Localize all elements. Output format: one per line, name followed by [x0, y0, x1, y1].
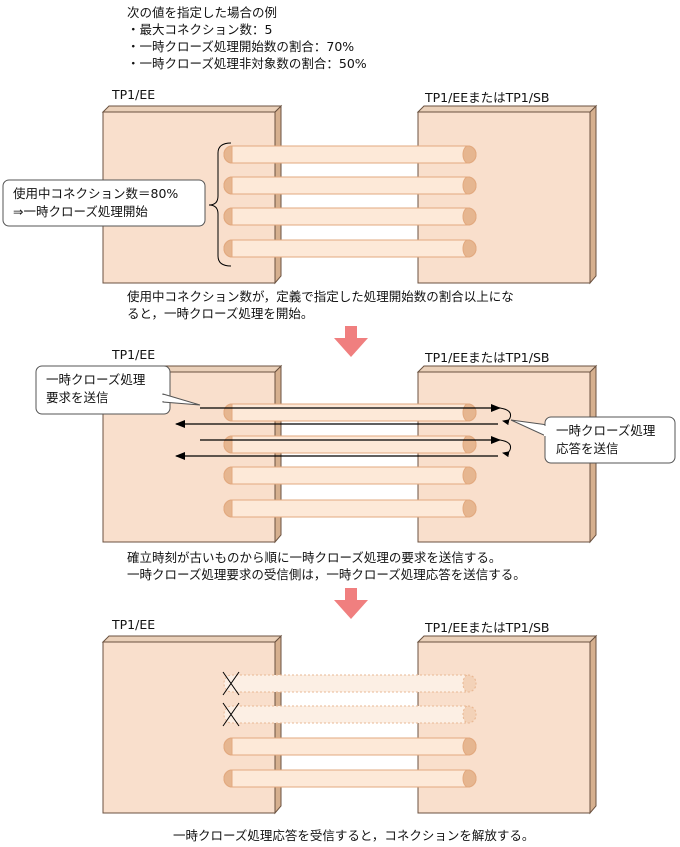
curly-brace	[208, 142, 232, 267]
intro-item: ・最大コネクション数：5	[127, 22, 273, 37]
left-node-label: TP1/EE	[112, 617, 156, 632]
turnaround-arrow	[499, 407, 511, 426]
connection-pipe	[223, 403, 477, 422]
callout-box	[2, 179, 206, 227]
intro-item: ・一時クローズ処理開始数の割合：70%	[127, 39, 355, 54]
callout-text: ⇒一時クローズ処理開始	[13, 204, 148, 219]
panel-1	[2, 104, 598, 285]
caption-text: ると，一時クローズ処理を開始。	[127, 306, 314, 321]
released-connection-pipe	[223, 674, 477, 693]
right-node-label: TP1/EEまたはTP1/SB	[425, 620, 550, 635]
left-node-label: TP1/EE	[112, 347, 156, 362]
intro-heading: 次の値を指定した場合の例	[127, 5, 278, 20]
down-arrow-icon	[334, 588, 368, 619]
callout-text: 要求を送信	[46, 390, 109, 405]
connection-pipe	[223, 737, 477, 756]
released-connection-pipe	[223, 705, 477, 724]
caption-text: 使用中コネクション数が，定義で指定した処理開始数の割合以上にな	[127, 289, 514, 304]
callout-text: 応答を送信	[556, 441, 619, 456]
left-node-label: TP1/EE	[112, 87, 156, 102]
connection-pipe	[223, 176, 477, 195]
caption-text: 一時クローズ処理応答を受信すると，コネクションを解放する。	[173, 828, 535, 843]
callout-box	[544, 416, 676, 464]
connection-pipe	[223, 239, 477, 258]
turnaround-arrow	[499, 439, 511, 458]
callout-text: 一時クローズ処理	[46, 372, 146, 387]
caption-text: 一時クローズ処理要求の受信側は，一時クローズ処理応答を送信する。	[127, 567, 526, 582]
connection-pipe	[223, 769, 477, 788]
connection-pipe	[223, 145, 477, 164]
down-arrow-icon	[334, 326, 368, 357]
intro-item: ・一時クローズ処理非対象数の割合：50%	[127, 56, 367, 71]
callout-text: 使用中コネクション数＝80%	[13, 186, 179, 201]
panel-3	[101, 634, 598, 815]
right-node-box	[416, 104, 598, 285]
panel-2	[35, 364, 676, 544]
callout-box	[35, 365, 171, 415]
connection-pipe	[223, 499, 477, 518]
right-node-label: TP1/EEまたはTP1/SB	[425, 350, 550, 365]
caption-text: 確立時刻が古いものから順に一時クローズ処理の要求を送信する。	[127, 550, 502, 565]
cross-icon	[222, 702, 240, 727]
right-node-label: TP1/EEまたはTP1/SB	[425, 90, 550, 105]
connection-pipe	[223, 435, 477, 454]
cross-icon	[222, 671, 240, 696]
connection-pipe	[223, 207, 477, 226]
callout-text: 一時クローズ処理	[556, 423, 656, 438]
connection-pipe	[223, 466, 477, 485]
